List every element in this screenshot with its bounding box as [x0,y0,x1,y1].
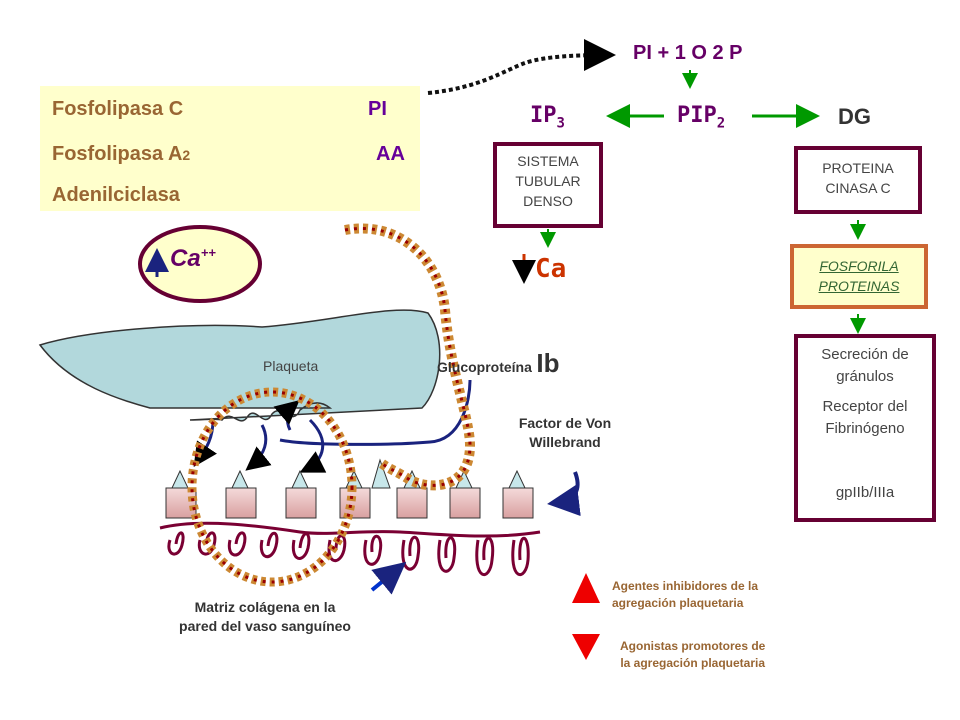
platelet-label: Plaqueta [263,358,319,374]
glycoprotein-label: Glucoproteína Ib [437,348,560,378]
platelet-shape [38,309,441,422]
legend-inhibitors: Agentes inhibidores de la agregación pla… [612,579,759,610]
matriz-label: Matriz colágena en la pared del vaso san… [179,599,351,634]
dotted-arrow [427,39,616,95]
pathway-top-label: PI + 1 O 2 P [633,42,743,64]
vwf-label: Factor de Von Willebrand [518,415,612,450]
collagen-cubes [165,458,534,519]
ip3-label: IP3 [530,103,565,132]
legend-up-triangle [572,573,600,603]
legend-agonists: Agonistas promotores de la agregación pl… [620,639,766,670]
pip2-label: PIP2 [677,103,726,132]
ca-label: Ca [535,254,567,284]
enzyme-label-pla2: Fosfolipasa A2 [52,143,191,165]
enzyme-label-adenilciclasa: Adenilciclasa [52,184,180,206]
enzyme-label-plc: Fosfolipasa C [52,98,184,120]
dg-label: DG [838,104,871,129]
legend-down-triangle [572,634,600,660]
collagen-coil [159,521,541,577]
box-secrecion: Secreción de gránulos Receptor del Fibri… [794,334,936,522]
enzyme-panel [40,86,420,211]
product-label-aa: AA [376,143,405,165]
box-fosforila: FOSFORILA PROTEINAS [790,244,928,309]
box-proteina-cinasa: PROTEINA CINASA C [794,146,922,214]
calcium-ellipse [138,225,262,303]
product-label-pi: PI [368,98,387,120]
box-sistema-tubular: SISTEMA TUBULAR DENSO [493,142,603,228]
calcium-label: Ca++ [170,245,216,272]
